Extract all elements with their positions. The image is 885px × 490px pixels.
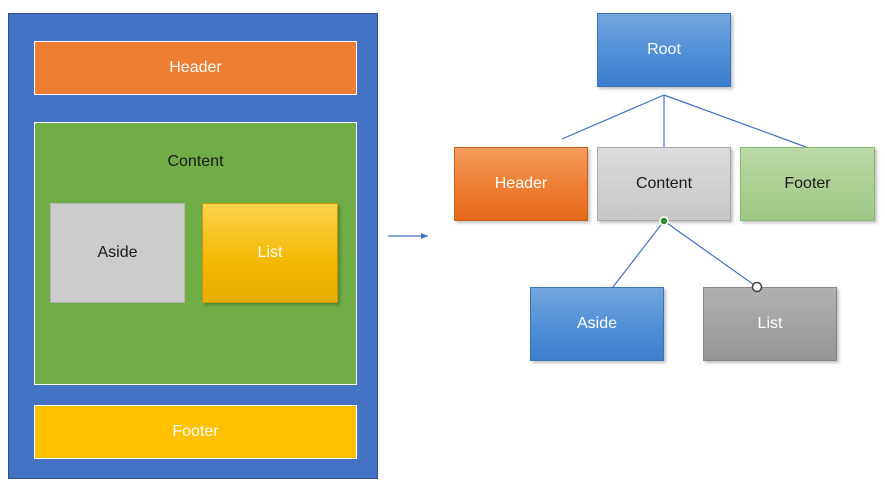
- tree-node-footer: Footer: [740, 147, 875, 221]
- connection-handle-green[interactable]: [659, 216, 669, 226]
- edge-content-list: [663, 220, 758, 288]
- edge-root-footer: [663, 94, 807, 148]
- connection-handle-open[interactable]: [751, 281, 763, 293]
- tree-node-header: Header: [454, 147, 588, 221]
- edge-content-aside: [612, 220, 665, 288]
- layout-header-box: Header: [34, 41, 357, 95]
- edge-root-header: [561, 94, 665, 140]
- layout-footer-box: Footer: [34, 405, 357, 459]
- layout-aside-box: Aside: [50, 203, 185, 303]
- tree-node-list: List: [703, 287, 837, 361]
- layout-content-label: Content: [167, 153, 224, 170]
- tree-node-aside: Aside: [530, 287, 664, 361]
- tree-node-root: Root: [597, 13, 731, 87]
- layout-list-box: List: [202, 203, 338, 303]
